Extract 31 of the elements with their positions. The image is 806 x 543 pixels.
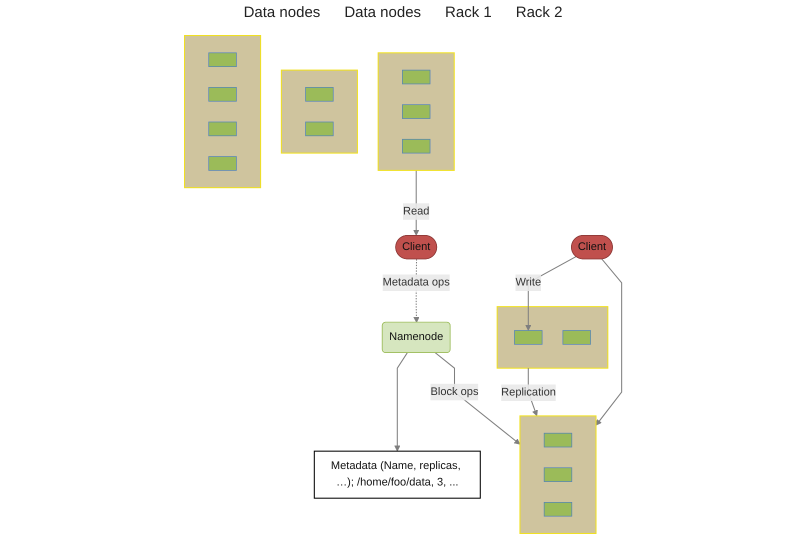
- node-box: [208, 52, 237, 67]
- cluster: [378, 52, 455, 171]
- node-box: [544, 432, 572, 448]
- node-box: [402, 138, 430, 154]
- node-box: [208, 122, 237, 136]
- arrow: [596, 258, 622, 426]
- node-box: [305, 122, 334, 136]
- text-label: Data nodes: [244, 4, 320, 23]
- arrow: [394, 352, 408, 452]
- text-label: Data nodes: [344, 4, 422, 23]
- cluster: [184, 35, 262, 188]
- text-label: Rack 1: [445, 4, 492, 23]
- node-box: [208, 87, 237, 102]
- node-box: [402, 104, 430, 119]
- edge-label: Replication: [501, 386, 556, 398]
- node-box: [402, 70, 430, 84]
- edge-label: Block ops: [430, 386, 478, 398]
- text-label: Rack 2: [516, 4, 562, 23]
- edge-label: Metadata ops: [382, 276, 450, 288]
- node-box: [544, 467, 572, 482]
- node-box: [208, 156, 237, 171]
- cluster: [496, 306, 608, 369]
- node-box: [544, 502, 572, 517]
- node-box: [305, 87, 334, 102]
- cluster: [519, 415, 596, 534]
- edge-label: Read: [402, 205, 430, 218]
- cluster: [280, 70, 358, 154]
- node-box: [562, 330, 591, 345]
- node-box: [514, 330, 542, 345]
- edge-label: Write: [515, 276, 542, 288]
- node-box: Metadata (Name, replicas, …); /home/foo/data, 3, ...: [314, 450, 481, 499]
